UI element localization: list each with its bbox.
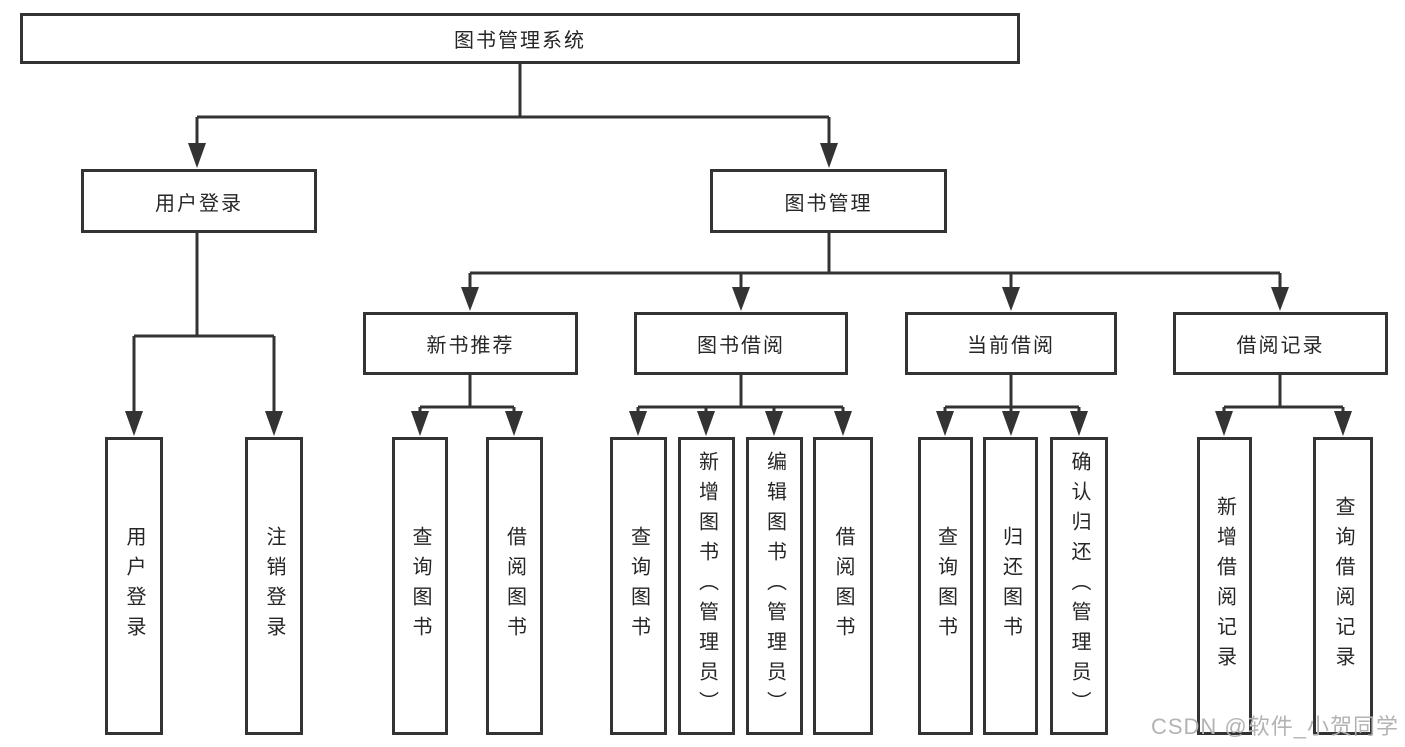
arrow-down-icon [629,411,647,436]
leaf-return-books-label: 归还图书 [999,526,1022,646]
node-borrow-records-label: 借阅记录 [1236,335,1325,357]
node-root-label: 图书管理系统 [454,30,586,52]
node-book-borrow-label: 图书借阅 [697,335,785,357]
connector-new-book-recommend-to-leaves [411,375,523,436]
arrow-down-icon [1334,411,1352,436]
arrow-down-icon [1002,287,1020,311]
arrow-down-icon [505,411,523,436]
arrow-down-icon [1070,411,1088,436]
arrow-down-icon [265,411,283,436]
leaf-confirm-return-admin-label: 确认归还（管理员） [1068,451,1090,721]
arrow-down-icon [936,411,954,436]
node-borrow-records: 借阅记录 [1173,312,1388,375]
node-root: 图书管理系统 [20,13,1020,64]
leaf-add-borrow-record-label: 新增借阅记录 [1213,496,1236,676]
arrow-down-icon [188,143,206,168]
node-current-borrow-label: 当前借阅 [967,335,1055,357]
leaf-query-books-current-label: 查询图书 [934,526,957,646]
arrow-down-icon [820,143,838,168]
connector-user-login-to-leaves [125,233,283,436]
node-book-borrow: 图书借阅 [634,312,848,375]
arrow-down-icon [697,411,715,436]
leaf-edit-books-admin: 编辑图书（管理员） [746,437,803,735]
leaf-borrow-books: 借阅图书 [813,437,873,735]
leaf-query-books-recommend: 查询图书 [392,437,448,735]
leaf-confirm-return-admin: 确认归还（管理员） [1050,437,1108,735]
node-new-book-recommend-label: 新书推荐 [426,335,515,357]
connector-borrow-records-to-leaves [1215,375,1352,436]
arrow-down-icon [1215,411,1233,436]
connector-book-management-to-level2 [461,233,1289,311]
arrow-down-icon [765,411,783,436]
leaf-add-borrow-record: 新增借阅记录 [1197,437,1252,735]
leaf-user-login-label: 用户登录 [123,526,145,646]
connector-root-to-level1 [188,64,838,168]
node-user-login: 用户登录 [81,169,317,233]
leaf-query-books-borrow-label: 查询图书 [627,526,650,646]
arrow-down-icon [834,411,852,436]
leaf-query-borrow-record-label: 查询借阅记录 [1332,496,1354,676]
leaf-logout-label: 注销登录 [263,526,285,646]
leaf-query-books-recommend-label: 查询图书 [409,526,431,646]
node-current-borrow: 当前借阅 [905,312,1117,375]
node-new-book-recommend: 新书推荐 [363,312,578,375]
leaf-add-books-admin-label: 新增图书（管理员） [695,451,718,721]
leaf-borrow-books-recommend-label: 借阅图书 [503,526,526,646]
arrow-down-icon [1002,411,1020,436]
leaf-add-books-admin: 新增图书（管理员） [678,437,735,735]
arrow-down-icon [1271,287,1289,311]
leaf-query-borrow-record: 查询借阅记录 [1313,437,1373,735]
leaf-logout: 注销登录 [245,437,303,735]
arrow-down-icon [125,411,143,436]
leaf-query-books-current: 查询图书 [918,437,973,735]
node-book-management-label: 图书管理 [784,192,873,215]
leaf-borrow-books-recommend: 借阅图书 [486,437,543,735]
arrow-down-icon [461,287,479,311]
node-book-management: 图书管理 [710,169,947,233]
leaf-query-books-borrow: 查询图书 [610,437,667,735]
connector-book-borrow-to-leaves [629,375,852,436]
arrow-down-icon [411,411,429,436]
arrow-down-icon [732,287,750,311]
leaf-edit-books-admin-label: 编辑图书（管理员） [763,451,786,721]
node-user-login-label: 用户登录 [155,192,243,215]
leaf-return-books: 归还图书 [983,437,1038,735]
leaf-borrow-books-label: 借阅图书 [832,526,854,646]
leaf-user-login: 用户登录 [105,437,163,735]
csdn-watermark: CSDN @软件_小贺同学 [1150,714,1399,739]
connector-current-borrow-to-leaves [936,375,1088,436]
